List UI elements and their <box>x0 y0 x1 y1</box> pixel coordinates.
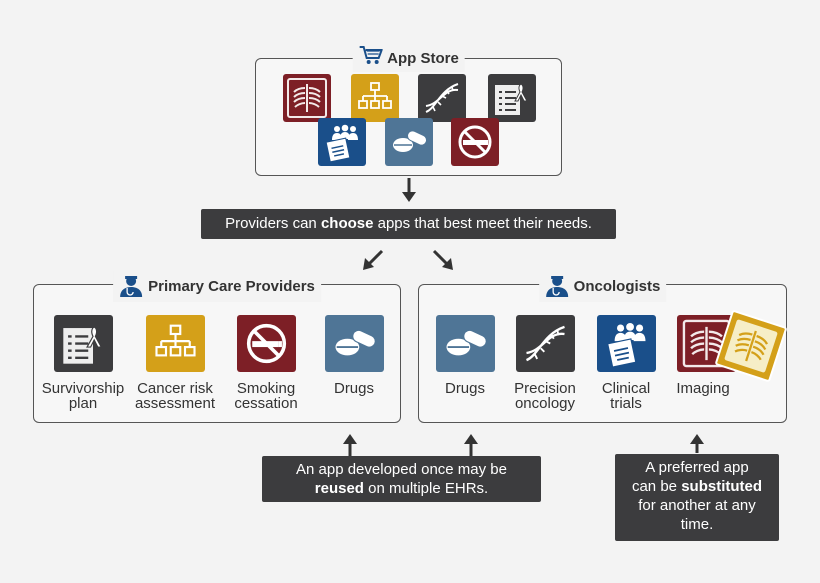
store-xray-tile[interactable] <box>283 74 331 122</box>
no-smoking-icon <box>246 323 287 364</box>
pcp-drugs-tile[interactable] <box>325 315 384 372</box>
up-arrow-icon <box>464 434 478 457</box>
reuse-line1: An app developed once may be <box>296 461 507 478</box>
substitute-line3: for another at any <box>638 497 756 514</box>
substitute-line1: A preferred app <box>645 459 749 476</box>
clinical-trials-icon <box>325 124 358 163</box>
label-line2: oncology <box>514 395 576 412</box>
app-store-header: App Store <box>352 45 465 72</box>
label-line1: Precision <box>514 380 576 397</box>
doctor-icon <box>545 271 569 302</box>
checklist-ribbon-icon <box>495 83 528 115</box>
store-no-smoking-tile[interactable] <box>451 118 499 166</box>
flowchart-icon <box>155 324 196 357</box>
imaging-substitute-tile[interactable] <box>714 309 788 383</box>
dna-icon <box>425 83 459 113</box>
up-arrow-icon <box>690 434 704 453</box>
label-line1: Imaging <box>676 380 730 397</box>
cancer-risk-tile[interactable] <box>146 315 205 372</box>
app-store-title: App Store <box>387 50 459 67</box>
pills-icon <box>335 329 376 356</box>
primary-care-title: Primary Care Providers <box>148 278 315 295</box>
label-line1: Drugs <box>444 380 485 397</box>
clinical-trials-icon <box>606 322 646 368</box>
reuse-callout: An app developed once may be reused on m… <box>262 456 541 502</box>
cart-icon <box>358 45 383 72</box>
substitute-pre: can be <box>631 478 682 495</box>
substitute-line4: time. <box>680 516 714 533</box>
banner-text-post: apps that best meet their needs. <box>373 215 592 232</box>
label-line2: assessment <box>134 395 216 412</box>
substitute-callout: A preferred app can be substituted for a… <box>615 454 779 541</box>
store-flowchart-tile[interactable] <box>351 74 399 122</box>
substitute-line2: can be substituted <box>615 477 779 496</box>
label-onc-drugs: Drugs <box>417 381 513 396</box>
reuse-line2: reused on multiple EHRs. <box>262 479 541 498</box>
diagonal-right-arrow-icon <box>432 249 453 270</box>
onc-clinical-trials-tile[interactable] <box>597 315 656 372</box>
diagonal-left-arrow-icon <box>363 249 384 270</box>
label-line2: trials <box>610 395 642 412</box>
pills-icon <box>446 329 487 356</box>
substitute-bold: substituted <box>681 478 763 495</box>
label-line1: Cancer risk <box>137 380 213 397</box>
label-imaging: Imaging <box>655 381 751 396</box>
store-pills-tile[interactable] <box>385 118 433 166</box>
label-line1: Drugs <box>333 380 374 397</box>
no-smoking-icon <box>458 125 492 159</box>
label-pcp-drugs: Drugs <box>306 381 402 396</box>
store-clinical-trials-tile[interactable] <box>318 118 366 166</box>
checklist-ribbon-icon <box>63 326 103 364</box>
survivorship-tile[interactable] <box>54 315 113 372</box>
label-line2: plan <box>68 395 98 412</box>
xray-icon <box>724 319 778 373</box>
dna-icon <box>525 325 565 362</box>
label-line2: cessation <box>234 395 298 412</box>
primary-care-box: Primary Care Providers <box>33 271 401 423</box>
banner-text-pre: Providers can <box>225 215 321 232</box>
doctor-icon <box>119 271 143 302</box>
precision-oncology-tile[interactable] <box>516 315 575 372</box>
xray-icon <box>287 78 327 118</box>
pills-icon <box>393 130 428 152</box>
label-line1: Smoking <box>236 380 296 397</box>
onc-drugs-tile[interactable] <box>436 315 495 372</box>
store-dna-tile[interactable] <box>418 74 466 122</box>
down-arrow-icon <box>402 178 416 202</box>
primary-care-header: Primary Care Providers <box>113 271 321 302</box>
reuse-bold: reused <box>314 480 364 497</box>
smoking-cessation-tile[interactable] <box>237 315 296 372</box>
up-arrow-icon <box>343 434 357 457</box>
label-line1: Clinical <box>601 380 651 397</box>
reuse-post: on multiple EHRs. <box>363 480 489 497</box>
oncologists-title: Oncologists <box>573 278 661 295</box>
oncologists-header: Oncologists <box>538 271 667 302</box>
choose-banner: Providers can choose apps that best meet… <box>201 209 616 239</box>
store-checklist-tile[interactable] <box>488 74 536 122</box>
flowchart-icon <box>358 82 392 109</box>
banner-text-bold: choose <box>320 215 374 232</box>
label-line1: Survivorship <box>41 380 125 397</box>
